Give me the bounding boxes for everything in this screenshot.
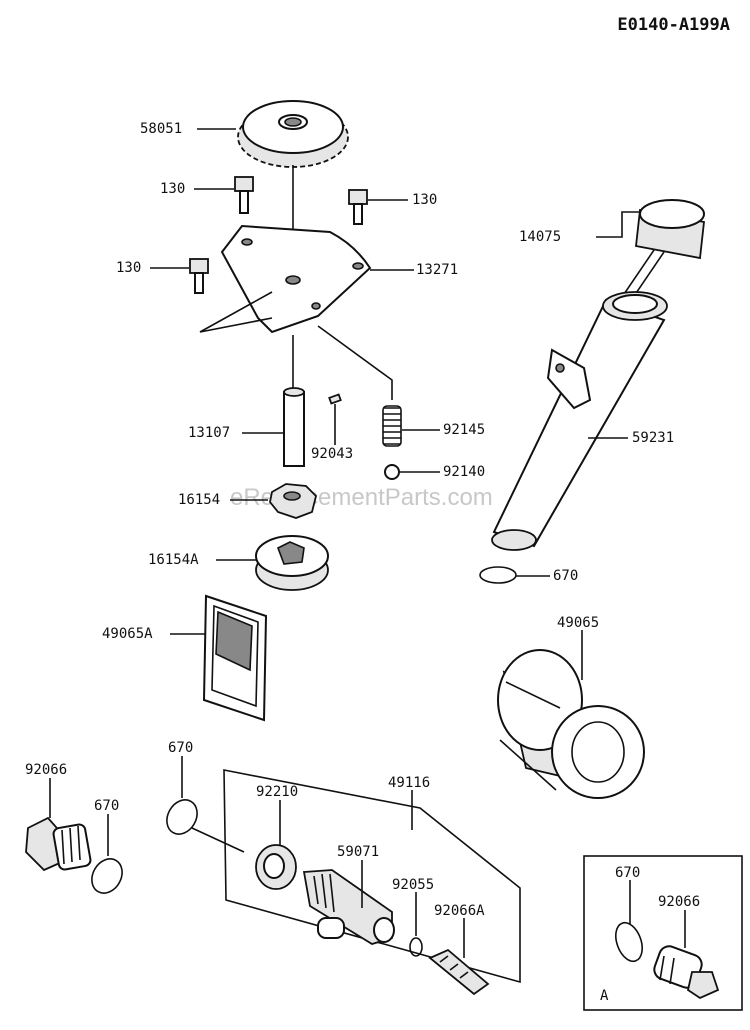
gear-58051-part[interactable] [237, 100, 349, 168]
outer-rotor-16154A-part[interactable] [255, 535, 329, 591]
axis-line-valve [191, 827, 245, 853]
pin-92043-part[interactable] [328, 393, 342, 405]
oring-670-tube-part[interactable] [479, 566, 517, 584]
spring-92145-part[interactable] [382, 405, 402, 447]
label-92066A[interactable]: 92066A [434, 903, 485, 919]
oring-670-inset-part[interactable] [611, 919, 647, 965]
label-670b[interactable]: 670 [168, 740, 193, 756]
assembly-49116-box [223, 769, 521, 984]
bolt-130-left-part[interactable] [234, 176, 254, 214]
leader-14075 [596, 211, 640, 238]
plug-92066A-part[interactable] [428, 948, 490, 996]
label-16154A[interactable]: 16154A [148, 552, 199, 568]
oil-strainer-49065A-part[interactable] [202, 594, 268, 722]
bolt-130-lower-part[interactable] [189, 258, 209, 294]
cap-92210-part[interactable] [255, 844, 297, 890]
label-670a[interactable]: 670 [553, 568, 578, 584]
plate-13271-part[interactable] [220, 224, 372, 334]
label-58051[interactable]: 58051 [140, 121, 182, 137]
inner-rotor-16154-part[interactable] [269, 483, 317, 519]
label-130c[interactable]: 130 [116, 260, 141, 276]
label-670c[interactable]: 670 [94, 798, 119, 814]
diagram-code: E0140-A199A [617, 15, 730, 35]
label-130a[interactable]: 130 [160, 181, 185, 197]
label-59071[interactable]: 59071 [337, 844, 379, 860]
dipstick-cap-14075-part[interactable] [619, 199, 705, 303]
label-13271[interactable]: 13271 [416, 262, 458, 278]
ring-92055-part[interactable] [409, 937, 423, 957]
watermark-text: eReplacementParts.com [230, 484, 493, 511]
shaft-13107-part[interactable] [283, 387, 305, 467]
drain-plug-92066-part[interactable] [25, 816, 92, 872]
label-92066b[interactable]: 92066 [658, 894, 700, 910]
leader-plate-spring [317, 325, 393, 400]
label-49116[interactable]: 49116 [388, 775, 430, 791]
label-92145[interactable]: 92145 [443, 422, 485, 438]
label-92043[interactable]: 92043 [311, 446, 353, 462]
label-14075[interactable]: 14075 [519, 229, 561, 245]
label-49065A[interactable]: 49065A [102, 626, 153, 642]
oring-670-valve-part[interactable] [161, 794, 203, 839]
label-13107[interactable]: 13107 [188, 425, 230, 441]
leader-plate-bolts [199, 291, 273, 333]
inset-box-a [583, 855, 743, 1011]
oring-670-plug-part[interactable] [86, 853, 128, 898]
label-130b[interactable]: 130 [412, 192, 437, 208]
label-16154[interactable]: 16154 [178, 492, 220, 508]
bolt-130-right-part[interactable] [348, 189, 368, 225]
inset-label: A [600, 988, 609, 1004]
drain-plug-92066-inset-part[interactable] [652, 944, 720, 1000]
label-92055[interactable]: 92055 [392, 877, 434, 893]
label-92210[interactable]: 92210 [256, 784, 298, 800]
oil-filter-49065-part[interactable] [497, 649, 645, 799]
valve-body-59071-part[interactable] [302, 869, 395, 945]
label-670d[interactable]: 670 [615, 865, 640, 881]
label-49065[interactable]: 49065 [557, 615, 599, 631]
label-59231[interactable]: 59231 [632, 430, 674, 446]
label-92140[interactable]: 92140 [443, 464, 485, 480]
ball-92140-part[interactable] [384, 464, 400, 480]
label-92066[interactable]: 92066 [25, 762, 67, 778]
oil-fill-tube-59231-part[interactable] [491, 291, 668, 551]
